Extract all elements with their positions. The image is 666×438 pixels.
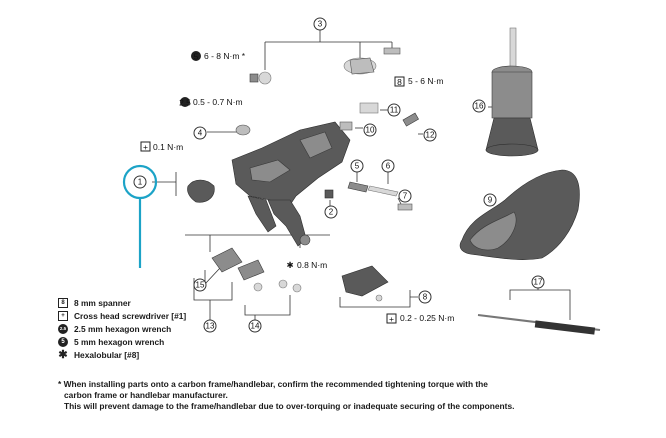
callout-6: 6 bbox=[381, 159, 395, 173]
svg-text:8: 8 bbox=[397, 77, 402, 87]
hexalobular-icon: ✱ bbox=[58, 349, 68, 361]
callout-10: 10 bbox=[363, 123, 377, 137]
callout-4: 4 bbox=[193, 126, 207, 140]
callout-11: 11 bbox=[387, 103, 401, 117]
callout-12: 12 bbox=[423, 128, 437, 142]
svg-text:+: + bbox=[389, 314, 394, 324]
svg-text:10: 10 bbox=[366, 126, 375, 135]
svg-text:15: 15 bbox=[196, 281, 205, 290]
small-parts bbox=[187, 47, 419, 302]
legend-row-spanner: 8 8 mm spanner bbox=[58, 296, 478, 309]
legend-row-hex-5: 5 5 mm hexagon wrench bbox=[58, 335, 478, 348]
callout-9: 9 bbox=[483, 193, 497, 207]
svg-text:5: 5 bbox=[355, 162, 360, 171]
screwdriver-icon: + bbox=[58, 310, 68, 321]
svg-text:11: 11 bbox=[390, 106, 399, 115]
callout-14: 14 bbox=[248, 319, 262, 333]
highlight-marker bbox=[122, 164, 158, 268]
svg-text:16: 16 bbox=[475, 102, 484, 111]
svg-text:2.5: 2.5 bbox=[179, 98, 191, 108]
note-line-3: This will prevent damage to the frame/ha… bbox=[64, 401, 515, 411]
legend-row-hex-2-5: 2.5 2.5 mm hexagon wrench bbox=[58, 322, 478, 335]
callout-7: 7 bbox=[398, 189, 412, 203]
callout-5: 5 bbox=[350, 159, 364, 173]
legend-label: Hexalobular [#8] bbox=[74, 349, 140, 360]
torque-0-5-0-7: 2.5 0.5 - 0.7 N·m bbox=[179, 97, 243, 108]
legend-label: 2.5 mm hexagon wrench bbox=[74, 323, 172, 334]
torque-0-1-label: 0.1 N·m bbox=[153, 142, 183, 152]
svg-text:1: 1 bbox=[138, 178, 143, 187]
torque-0-2-label: 0.2 - 0.25 N·m bbox=[400, 313, 454, 323]
legend-label: 8 mm spanner bbox=[74, 297, 131, 308]
callout-17: 17 bbox=[531, 275, 545, 289]
callout-16: 16 bbox=[472, 99, 486, 113]
callouts: 3 11 10 12 4 5 6 7 2 1 15 13 14 8 16 9 1… bbox=[133, 17, 545, 333]
legend-label: 5 mm hexagon wrench bbox=[74, 336, 165, 347]
svg-text:+: + bbox=[143, 142, 148, 152]
carbon-note: * When installing parts onto a carbon fr… bbox=[58, 379, 515, 412]
hex-5-icon: 5 bbox=[58, 336, 68, 347]
torque-5-6: 8 5 - 6 N·m bbox=[394, 76, 443, 87]
legend-row-hexalobular: ✱ Hexalobular [#8] bbox=[58, 348, 478, 361]
svg-text:5: 5 bbox=[194, 52, 199, 62]
spanner-icon: 8 bbox=[58, 297, 68, 308]
hex-2-5-icon: 2.5 bbox=[58, 323, 68, 334]
svg-text:13: 13 bbox=[206, 322, 215, 331]
torque-5-6-label: 5 - 6 N·m bbox=[408, 76, 443, 86]
svg-text:✱: ✱ bbox=[286, 260, 293, 270]
callout-15: 15 bbox=[193, 278, 207, 292]
svg-text:3: 3 bbox=[318, 20, 323, 29]
torque-6-8: 5 6 - 8 N·m * bbox=[191, 51, 246, 62]
svg-text:6: 6 bbox=[386, 162, 391, 171]
main-lever-body bbox=[231, 121, 351, 247]
legend-label: Cross head screwdriver [#1] bbox=[74, 310, 187, 321]
callout-1: 1 bbox=[133, 175, 147, 189]
torque-0-1: + 0.1 N·m bbox=[140, 141, 183, 152]
svg-text:2: 2 bbox=[329, 208, 334, 217]
tool-part-16 bbox=[485, 27, 539, 157]
svg-text:9: 9 bbox=[488, 196, 493, 205]
torque-6-8-label: 6 - 8 N·m * bbox=[204, 51, 246, 61]
svg-text:7: 7 bbox=[403, 192, 408, 201]
torque-0-2-0-25: + 0.2 - 0.25 N·m bbox=[386, 313, 454, 324]
svg-text:8: 8 bbox=[423, 293, 428, 302]
tool-legend: 8 8 mm spanner + Cross head screwdriver … bbox=[58, 296, 478, 361]
callout-13: 13 bbox=[203, 319, 217, 333]
torque-0-5-label: 0.5 - 0.7 N·m bbox=[193, 97, 243, 107]
callout-2: 2 bbox=[324, 205, 338, 219]
torque-0-8-label: 0.8 N·m bbox=[297, 260, 327, 270]
svg-text:4: 4 bbox=[198, 129, 203, 138]
callout-8: 8 bbox=[418, 290, 432, 304]
svg-text:14: 14 bbox=[251, 322, 260, 331]
torque-0-8: ✱ 0.8 N·m bbox=[286, 260, 327, 270]
note-line-2: carbon frame or handlebar manufacturer. bbox=[64, 390, 228, 400]
note-line-1: * When installing parts onto a carbon fr… bbox=[58, 379, 488, 389]
callout-3: 3 bbox=[313, 17, 327, 31]
svg-text:12: 12 bbox=[426, 131, 435, 140]
cable-part-17 bbox=[477, 314, 601, 335]
legend-row-screwdriver: + Cross head screwdriver [#1] bbox=[58, 309, 478, 322]
svg-text:17: 17 bbox=[534, 278, 543, 287]
hood-part bbox=[459, 169, 580, 260]
torque-specs: + 0.1 N·m 2.5 0.5 - 0.7 N·m 5 6 - 8 N·m … bbox=[140, 51, 454, 324]
